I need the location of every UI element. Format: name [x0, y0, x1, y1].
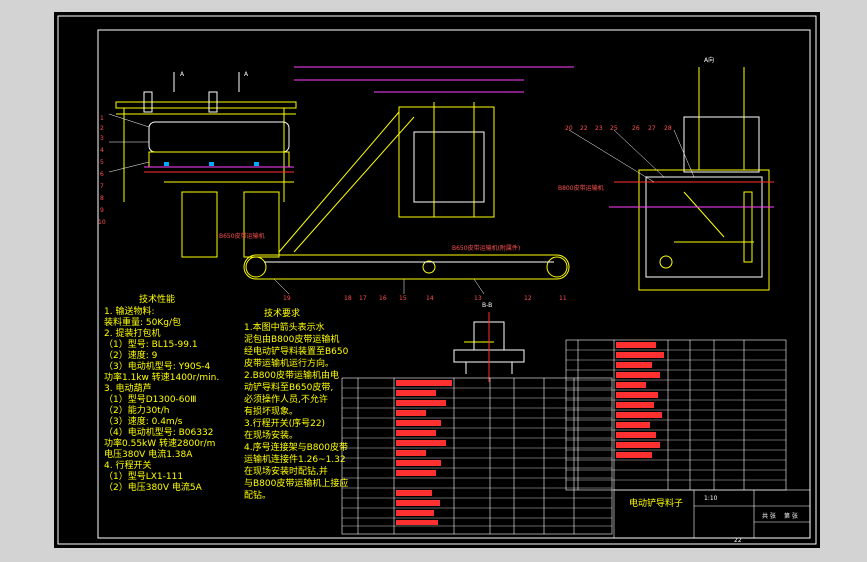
inner-frame [97, 29, 811, 539]
drawing-sheet: A A 1 2 3 4 5 6 7 8 9 10 B [54, 12, 820, 548]
right-a-view [568, 67, 774, 291]
parts-list-right [565, 339, 787, 491]
section-mark-left: A [180, 71, 185, 78]
tech-req-line: 1.本图中箭头表示水 [244, 321, 325, 333]
tech-req-title: 技术要求 [264, 307, 300, 319]
sheet-number: 22 [734, 537, 742, 544]
tech-perf-line: 电压380V 电流1.38A [104, 448, 193, 460]
tech-req-line: 2.B800皮带运输机由电 [244, 369, 339, 381]
tech-perf-line: （3）电动机型号: Y90S-4 [104, 360, 211, 372]
title-block [613, 489, 811, 539]
tech-perf-line: 1. 输送物料: [104, 305, 154, 317]
callout-b800: B800皮带运输机 [558, 184, 604, 192]
tech-req-line: 泥包由B800皮带运输机 [244, 333, 339, 345]
tech-perf-line: （4）电动机型号: B06332 [104, 426, 213, 438]
parts-list-left-fill [396, 380, 452, 525]
part-number-9: 9 [100, 207, 104, 214]
part-number-19: 19 [283, 295, 291, 302]
tech-req-line: 皮带运输机运行方向。 [244, 357, 334, 369]
tech-req-line: 与B800皮带运输机上接应 [244, 477, 348, 489]
part-number-28: 28 [664, 125, 672, 132]
part-number-12: 12 [524, 295, 532, 302]
title-block-revision: 第 张 [784, 512, 798, 520]
tech-perf-title: 技术性能 [139, 293, 175, 305]
tech-perf-line: 功率1.1kw 转速1400r/min. [104, 371, 219, 383]
part-number-2: 2 [100, 125, 104, 132]
tech-perf-line: （2）电压380V 电流5A [104, 481, 203, 493]
part-number-10: 10 [98, 219, 106, 226]
part-number-13: 13 [474, 295, 482, 302]
tech-req-line: 经电动铲导料装置至B650 [244, 345, 349, 357]
part-number-27: 27 [648, 125, 656, 132]
part-number-14: 14 [426, 295, 434, 302]
tech-req-line: 必须操作人员,不允许 [244, 393, 328, 405]
right-part-numbers: 20 22 23 25 26 27 28 [565, 125, 672, 132]
part-number-4: 4 [100, 147, 104, 154]
tech-perf-line: （2）速度: 9 [104, 349, 158, 361]
tech-perf-line: （3）速度: 0.4m/s [104, 415, 183, 427]
tech-perf-line: 装料重量: 50Kg/包 [104, 316, 181, 328]
section-mark-right: A [244, 71, 249, 78]
part-number-8: 8 [100, 195, 104, 202]
part-number-26: 26 [632, 125, 640, 132]
section-label-bb: B-B [482, 302, 492, 309]
tech-perf-line: 2. 提装打包机 [104, 327, 160, 339]
tech-perf-line: 功率0.55kW 转速2800r/m [104, 437, 215, 449]
parts-list-right-fill [616, 342, 664, 458]
tech-perf-line: （2）能力30t/h [104, 404, 169, 416]
part-number-7: 7 [100, 183, 104, 190]
part-number-11: 11 [559, 295, 567, 302]
parts-list-left-rows [342, 387, 612, 527]
section-detail-bb [453, 312, 525, 382]
left-machine-view [108, 72, 297, 258]
tech-req-line: 配钻。 [244, 489, 271, 501]
tech-req-line: 3.行程开关(序号22) [244, 417, 325, 429]
tech-req-line: 在现场安装时配钻,并 [244, 465, 328, 477]
center-conveyor-view [243, 66, 574, 295]
tech-req-line: 有损坏现象。 [244, 405, 298, 417]
parts-list-right-rows [566, 349, 786, 481]
part-number-17: 17 [359, 295, 367, 302]
callout-b650: B650皮带运输机 [219, 232, 265, 240]
outer-frame [57, 15, 817, 545]
part-number-20: 20 [565, 125, 573, 132]
view-label-a: A向 [704, 56, 714, 64]
part-number-16: 16 [379, 295, 387, 302]
cad-drawing: A A 1 2 3 4 5 6 7 8 9 10 B [57, 15, 817, 545]
tech-req-line: 在现场安装。 [244, 429, 298, 441]
tech-performance-block: 技术性能 1. 输送物料: 装料重量: 50Kg/包 2. 提装打包机 （1）型… [104, 293, 219, 493]
title-block-scale: 1:10 [704, 495, 718, 502]
tech-perf-line: 3. 电动葫芦 [104, 382, 151, 394]
part-number-6: 6 [100, 171, 104, 178]
tech-perf-line: （1）型号LX1-111 [104, 471, 183, 482]
tech-requirements-block: 技术要求 1.本图中箭头表示水 泥包由B800皮带运输机 经电动铲导料装置至B6… [244, 307, 349, 501]
title-block-name: 电动铲导料子 [629, 497, 683, 509]
tech-perf-line: （1）型号: BL15-99.1 [104, 339, 198, 350]
tech-req-line: 运输机连接件1.26~1.32 [244, 453, 346, 465]
part-number-18: 18 [344, 295, 352, 302]
part-number-23: 23 [595, 125, 603, 132]
part-number-1: 1 [100, 115, 104, 122]
tech-perf-line: （1）型号D1300-60Ⅲ [104, 394, 196, 405]
tech-req-line: 动铲导料至B650皮带, [244, 381, 333, 393]
left-part-numbers: 1 2 3 4 5 6 7 8 9 10 [98, 115, 106, 226]
part-number-22: 22 [580, 125, 588, 132]
part-number-3: 3 [100, 135, 104, 142]
parts-list-left [341, 377, 613, 535]
tech-req-line: 4.序号连接架与B800皮带 [244, 441, 348, 453]
tech-perf-line: 4. 行程开关 [104, 459, 151, 471]
part-number-5: 5 [100, 159, 104, 166]
bottom-part-numbers: 19 18 17 16 15 14 13 12 11 [283, 295, 567, 302]
callout-b650-long: B650皮带运输机(附属件) [452, 244, 520, 252]
title-block-sheet: 共 张 [762, 512, 776, 520]
part-number-15: 15 [399, 295, 407, 302]
part-number-25: 25 [610, 125, 618, 132]
